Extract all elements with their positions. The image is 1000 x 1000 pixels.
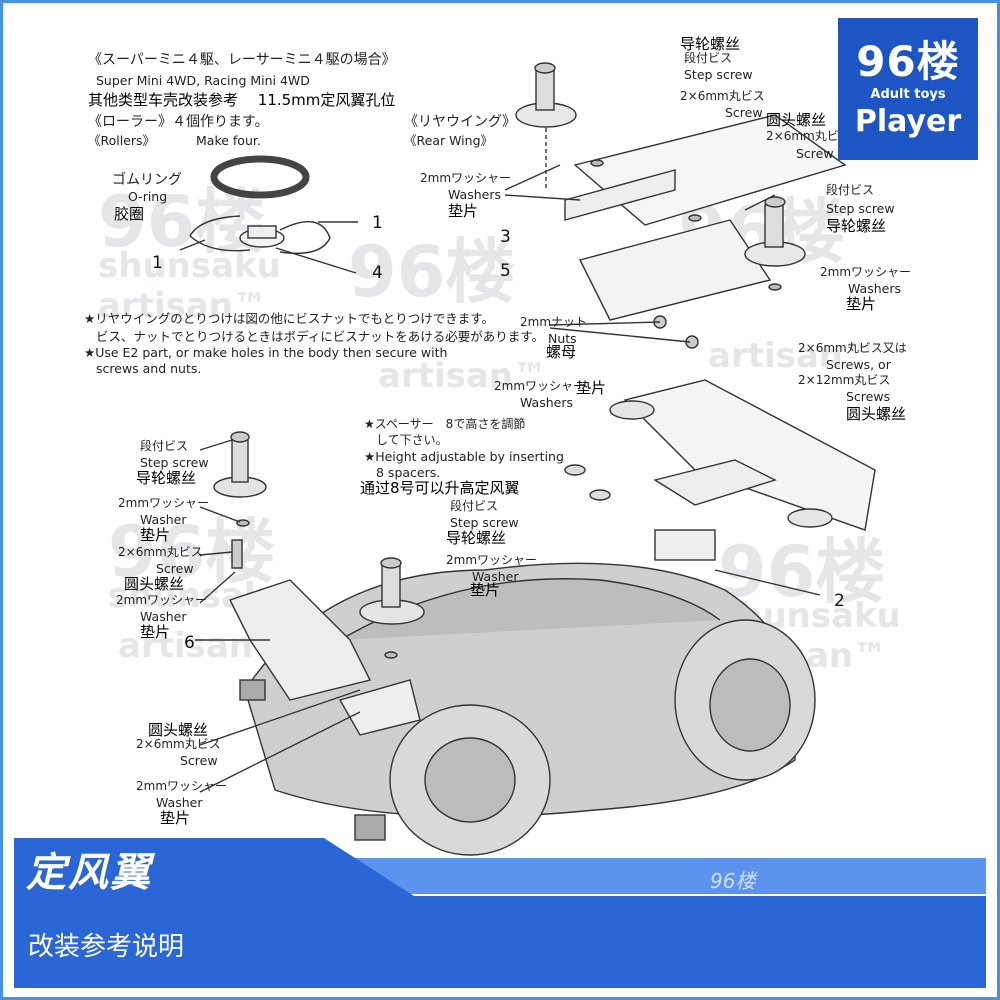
nuts-jp: 2mmナット <box>520 315 588 329</box>
step2-jp: 段付ビス <box>826 183 875 197</box>
note-jp-1: ★リヤウイングのとりつけは図の他にビスナットでもとりつけできます。 <box>84 311 494 326</box>
front-washer2-jp: 2mmワッシャー <box>116 593 208 607</box>
front-step-cn: 导轮螺丝 <box>136 469 197 487</box>
watermark-shunsaku: shunsaku <box>98 246 281 286</box>
part-number-5: 5 <box>500 261 511 281</box>
rollers-en-label: 《Rollers》 <box>88 133 156 148</box>
low-screw-en: Screw <box>180 753 218 768</box>
nuts-cn: 螺母 <box>546 343 577 361</box>
nuts-en: Nuts <box>548 331 577 346</box>
wing2-round-cn: 圆头螺丝 <box>846 405 907 423</box>
part-number-2: 2 <box>834 591 845 611</box>
step2-en: Step screw <box>826 201 895 216</box>
header-jp-title: 《スーパーミニ４駆、レーサーミニ４駆の場合》 <box>88 52 396 68</box>
footer-watermark: 96楼 <box>710 869 756 893</box>
round-screw-cn: 圆头螺丝 <box>766 111 827 129</box>
front-screw-en: Screw <box>156 561 194 576</box>
spacer-en-1: ★Height adjustable by inserting <box>364 449 564 464</box>
header-cn-title: 其他类型车壳改装参考 11.5mm定风翼孔位 <box>88 91 396 109</box>
front-washer-jp: 2mmワッシャー <box>118 496 210 510</box>
low-screw-jp: 2×6mm丸ビス <box>136 737 221 751</box>
rollers-en-note: Make four. <box>196 133 261 148</box>
footer-subtitle: 改装参考说明 <box>28 932 185 962</box>
screw2-jp: 2×6mm丸ビス <box>766 129 851 143</box>
mid-washer-cn: 垫片 <box>470 581 501 599</box>
mid-step-jp: 段付ビス <box>450 499 499 513</box>
front-washer2-en: Washer <box>140 609 187 624</box>
screw-en: Screw <box>725 105 763 120</box>
watermark-artisan: artisan™ <box>708 336 878 376</box>
washers2-en: Washers <box>848 281 901 296</box>
guide-screw-cn: 导轮螺丝 <box>680 35 741 53</box>
spacer-jp-1: ★スペーサー 8で高さを調節 <box>364 417 526 431</box>
watermark-96lou: 96楼 <box>348 231 516 313</box>
note-en-1: ★Use E2 part, or make holes in the body … <box>84 345 448 360</box>
step2-cn: 导轮螺丝 <box>826 217 887 235</box>
header-en-title: Super Mini 4WD, Racing Mini 4WD <box>96 73 310 88</box>
screw2-en: Screw <box>796 146 834 161</box>
wing2-washers-jp: 2mmワッシャー <box>494 379 586 393</box>
front-screw-cn: 圆头螺丝 <box>124 575 185 593</box>
screw-jp: 2×6mm丸ビス <box>680 89 765 103</box>
spacer-jp-2: して下さい。 <box>376 433 448 447</box>
front-step-en: Step screw <box>140 455 209 470</box>
front-washer2-cn: 垫片 <box>140 623 171 641</box>
wing2-screws-jp: 2×6mm丸ビス又は <box>798 341 907 355</box>
front-step-jp: 段付ビス <box>140 439 189 453</box>
mid-washer-en: Washer <box>472 569 519 584</box>
washers-jp: 2mmワッシャー <box>420 171 512 185</box>
rear-wing-jp: 《リヤウイング》 <box>404 114 516 130</box>
part-number-1: 1 <box>372 213 383 233</box>
oring-jp: ゴムリング <box>112 172 182 188</box>
note-en-2: screws and nuts. <box>96 361 202 376</box>
step-screw-en: Step screw <box>684 67 753 82</box>
washers2-cn: 垫片 <box>846 295 877 313</box>
footer-title: 定风翼 <box>26 850 152 896</box>
logo-96lou: 96楼 <box>856 37 960 86</box>
wing2-screws12-jp: 2×12mm丸ビス <box>798 373 891 387</box>
part-number-1: 1 <box>152 253 163 273</box>
low-washer-jp: 2mmワッシャー <box>136 779 228 793</box>
washers2-jp: 2mmワッシャー <box>820 265 912 279</box>
oring-cn: 胶圈 <box>114 205 145 223</box>
note-jp-2: ビス、ナットでとりつけるときはボディにビスナットをあける必要があります。 <box>96 329 545 344</box>
rear-wing-en: 《Rear Wing》 <box>404 133 494 148</box>
part-number-6: 6 <box>184 633 195 653</box>
front-washer-cn: 垫片 <box>140 526 171 544</box>
low-washer-cn: 垫片 <box>160 809 191 827</box>
logo-player: Player <box>854 104 962 139</box>
mid-washer-jp: 2mmワッシャー <box>446 553 538 567</box>
brand-logo: 96楼 Adult toys Player <box>838 18 978 160</box>
watermark-artisan: artisan™ <box>98 286 268 326</box>
wing2-washers-en: Washers <box>520 395 573 410</box>
front-washer-en: Washer <box>140 512 187 527</box>
watermark-96lou: 96楼 <box>718 531 886 613</box>
washers-cn: 垫片 <box>448 202 479 220</box>
low-washer-en: Washer <box>156 795 203 810</box>
washers-en: Washers <box>448 187 501 202</box>
part-number-4: 4 <box>372 263 383 283</box>
wing2-washers-cn: 垫片 <box>576 379 607 397</box>
part-number-3: 3 <box>500 227 511 247</box>
spacer-en-2: 8 spacers. <box>376 465 441 480</box>
oring-en: O-ring <box>128 189 168 204</box>
step-screw-jp: 段付ビス <box>684 51 733 65</box>
wing2-screws-en: Screws, or <box>826 357 891 372</box>
low-round-cn: 圆头螺丝 <box>148 721 209 739</box>
mid-step-en: Step screw <box>450 515 519 530</box>
spacer-cn: 通过8号可以升高定风翼 <box>360 479 520 497</box>
wing2-screws12-en: Screws <box>846 389 891 404</box>
rollers-jp: 《ローラー》４個作ります。 <box>88 114 269 130</box>
front-screw-jp: 2×6mm丸ビス <box>118 545 203 559</box>
mid-step-cn: 导轮螺丝 <box>446 529 507 547</box>
subtitle-panel <box>14 896 986 988</box>
logo-adult-toys: Adult toys <box>870 87 946 102</box>
watermark-artisan: artisan™ <box>378 356 548 396</box>
